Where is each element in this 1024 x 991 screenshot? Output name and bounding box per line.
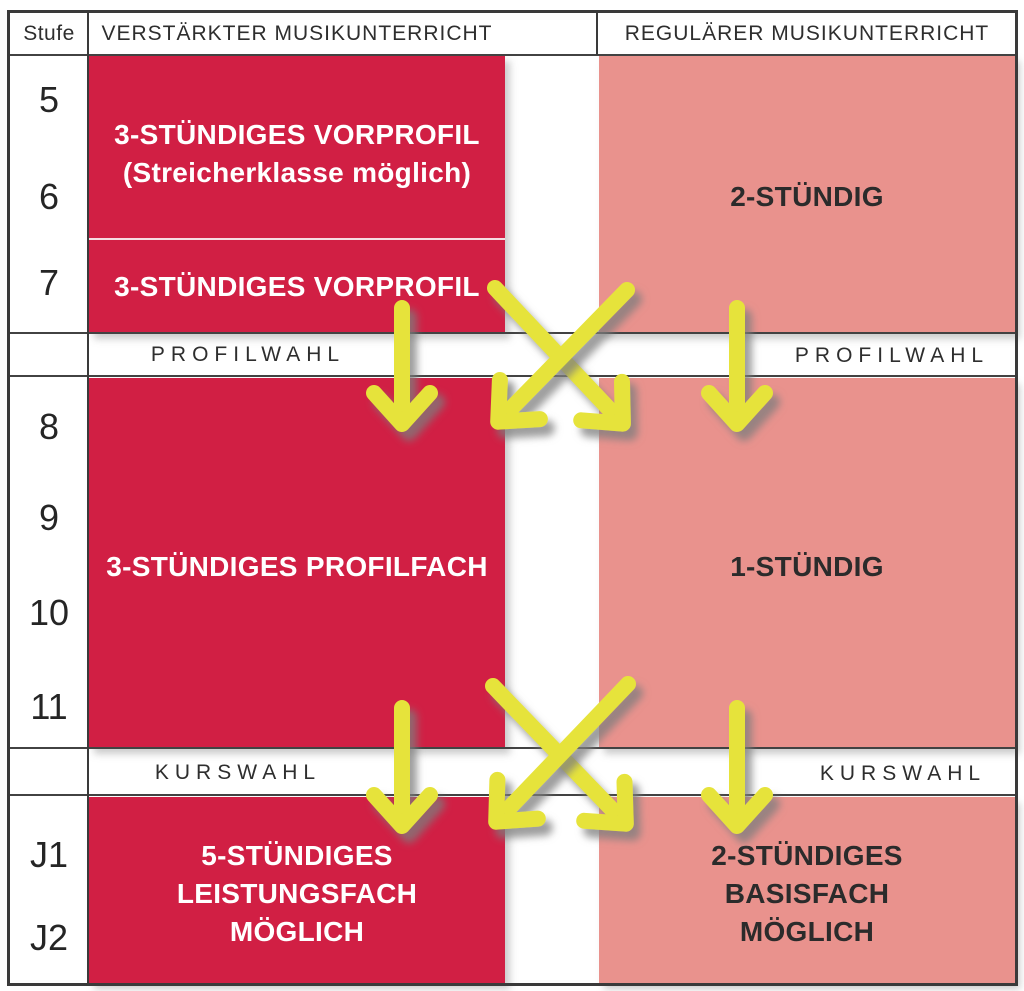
vorprofil-5-6-title: 3-STÜNDIGES VORPROFIL (Streicherklasse m… [89, 116, 505, 192]
grade-label-7: 7 [38, 262, 60, 303]
vorprofil-separator-line [89, 238, 505, 240]
header-bottom-line [10, 54, 1015, 56]
profilwahl-label-left: PROFILWAHL [150, 343, 346, 366]
stufe-column-divider [87, 13, 89, 983]
basisfach-line2: BASISFACH [724, 878, 890, 909]
regular-column-header: REGULÄRER MUSIKUNTERRICHT [624, 22, 990, 45]
leistungsfach-line3: MÖGLICH [229, 916, 365, 947]
grade-label-j2: J2 [29, 917, 69, 958]
regular-8-11-title: 1-STÜNDIG [730, 551, 884, 582]
basisfach-title: 2-STÜNDIGES BASISFACH MÖGLICH [599, 837, 1015, 951]
block-basisfach-j1-j2 [599, 797, 1015, 983]
leistungsfach-line2: LEISTUNGSFACH [176, 878, 418, 909]
grade-label-j1: J1 [29, 834, 69, 875]
vorprofil-5-6-line2: (Streicherklasse möglich) [122, 157, 472, 188]
leistungsfach-title: 5-STÜNDIGES LEISTUNGSFACH MÖGLICH [89, 837, 505, 951]
grade-label-10: 10 [28, 592, 70, 633]
profilfach-title: 3-STÜNDIGES PROFILFACH [106, 551, 488, 582]
block-regular-5-7 [599, 55, 1015, 333]
leistungsfach-line1: 5-STÜNDIGES [201, 840, 393, 871]
grade-label-6: 6 [38, 176, 60, 217]
table-frame [7, 10, 1018, 986]
intensive-column-header: VERSTÄRKTER MUSIKUNTERRICHT [101, 22, 493, 45]
header-center-divider [596, 13, 598, 55]
block-profilfach-8-11 [89, 378, 505, 748]
basisfach-line1: 2-STÜNDIGES [711, 840, 903, 871]
kurswahl-label-left: KURSWAHL [154, 761, 322, 784]
regular-5-7-title: 2-STÜNDIG [730, 181, 884, 212]
grade-label-8: 8 [38, 406, 60, 447]
grade-label-5: 5 [38, 79, 60, 120]
basisfach-line3: MÖGLICH [739, 916, 875, 947]
grade-label-11: 11 [30, 686, 68, 727]
profilwahl-label-right: PROFILWAHL [794, 344, 990, 367]
vorprofil-7-title: 3-STÜNDIGES VORPROFIL [114, 271, 480, 302]
kurswahl-label-right: KURSWAHL [819, 762, 987, 785]
block-vorprofil-5-7 [89, 55, 505, 333]
stufe-header-label: Stufe [23, 22, 75, 45]
block-regular-8-11 [599, 378, 1015, 748]
grade-label-9: 9 [38, 497, 60, 538]
vorprofil-5-6-line1: 3-STÜNDIGES VORPROFIL [114, 119, 480, 150]
